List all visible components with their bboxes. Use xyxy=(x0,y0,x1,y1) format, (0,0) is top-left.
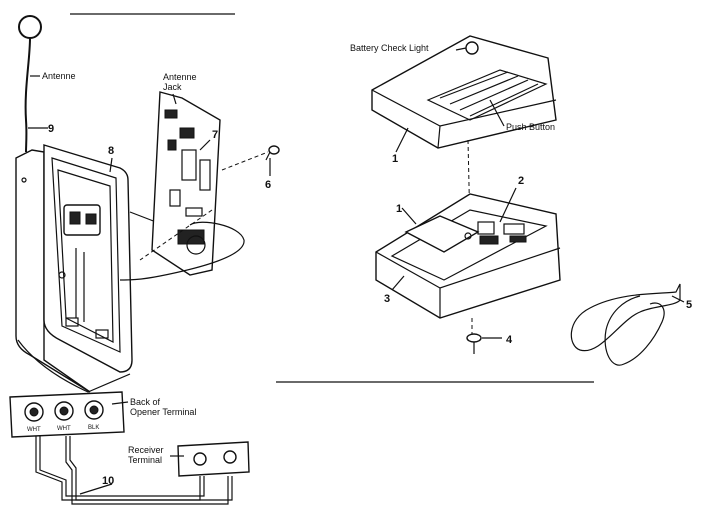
transmitter-top-case xyxy=(371,35,557,231)
antenna-label: Antenne xyxy=(42,71,76,81)
callout-5: 5 xyxy=(686,299,692,311)
callout-9: 9 xyxy=(48,123,54,135)
receiver-terminal-block xyxy=(177,441,250,477)
callout-3: 3 xyxy=(384,293,390,305)
visor-clip-5 xyxy=(570,283,681,366)
callout-1-bottom: 1 xyxy=(396,203,402,215)
callout-4: 4 xyxy=(506,334,513,346)
push-button-label: Push Button xyxy=(506,122,555,132)
circuit-board xyxy=(119,91,269,281)
battery-check-light-dot xyxy=(465,41,479,55)
callout-1-top: 1 xyxy=(392,153,398,165)
leader-lines xyxy=(28,47,685,495)
callout-2: 2 xyxy=(518,175,524,187)
terminal-label-3: BLK xyxy=(88,425,99,431)
callout-7: 7 xyxy=(212,129,218,141)
transmitter-bottom-case xyxy=(375,193,561,334)
terminal-label-1: WHT xyxy=(27,427,41,433)
terminal-label-2: WHT xyxy=(57,426,71,432)
callout-6: 6 xyxy=(265,179,271,191)
callout-8: 8 xyxy=(108,145,114,157)
screw-4 xyxy=(466,333,482,354)
battery-check-light-label: Battery Check Light xyxy=(350,43,429,53)
opener-terminal-block xyxy=(9,391,125,438)
connecting-wires xyxy=(35,436,233,505)
callout-10: 10 xyxy=(102,475,114,487)
receiver-housing xyxy=(15,144,157,393)
antenna xyxy=(18,15,42,153)
screw-6 xyxy=(265,145,280,161)
